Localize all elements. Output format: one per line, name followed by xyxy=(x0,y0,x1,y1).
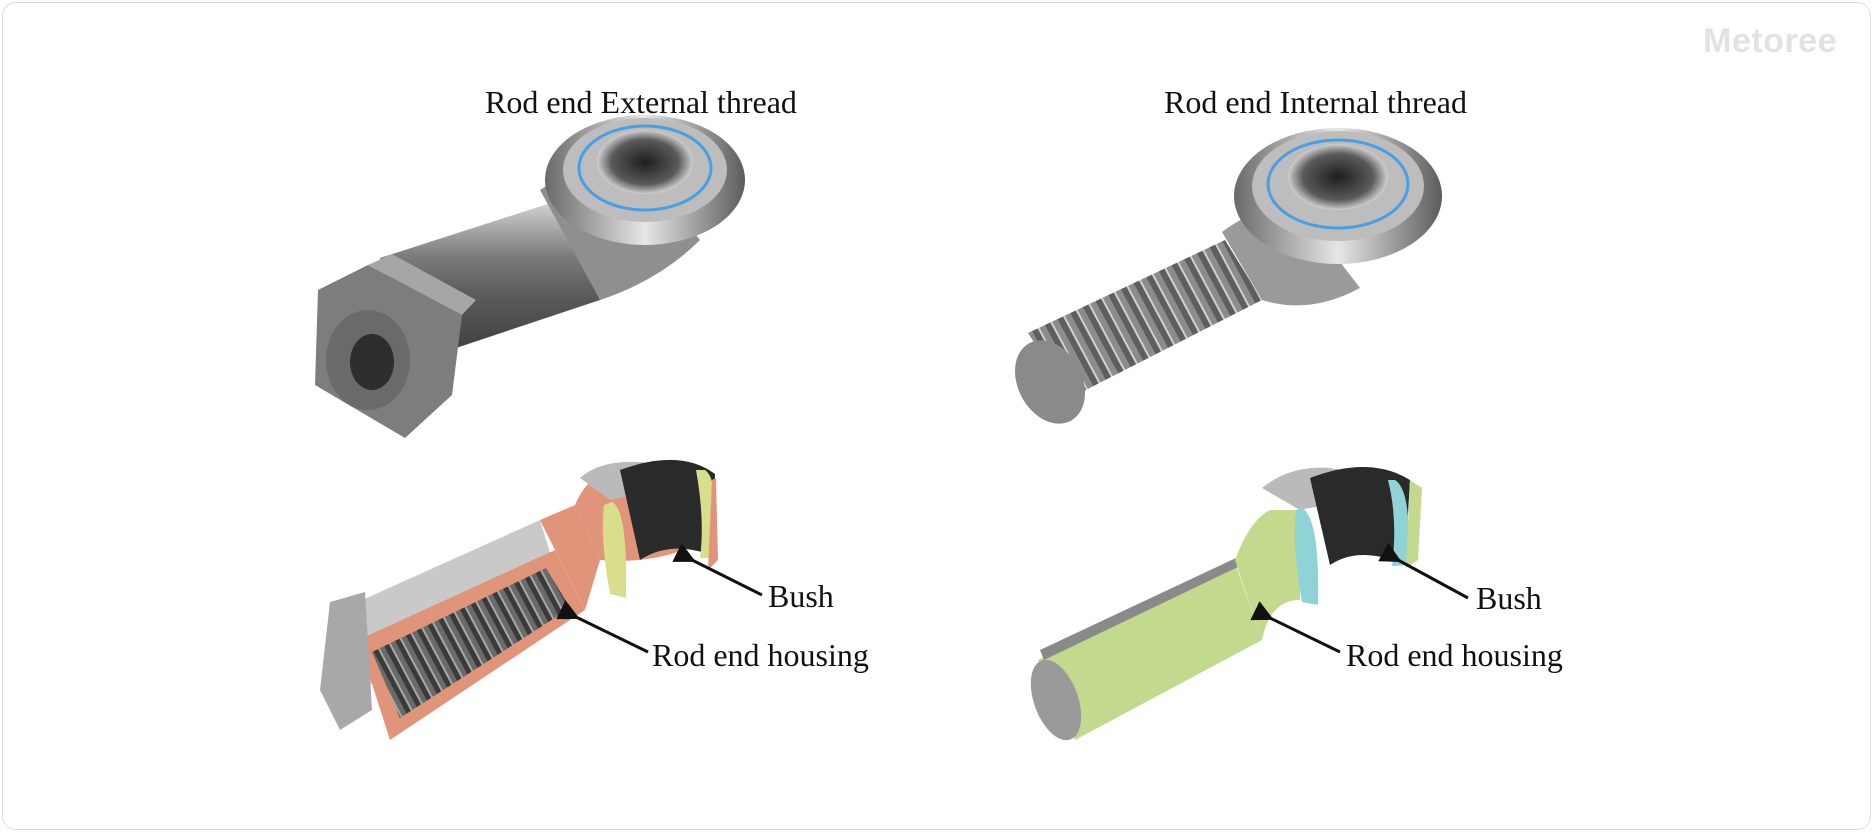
internal-thread-title: Rod end Internal thread xyxy=(1164,84,1467,120)
external-bush-label: Bush xyxy=(768,578,834,614)
external-housing-arrow xyxy=(556,600,649,654)
internal-bush-label: Bush xyxy=(1476,580,1542,616)
external-bush-arrow xyxy=(672,543,763,597)
internal-bush-arrow xyxy=(1378,542,1469,600)
internal-housing-label: Rod end housing xyxy=(1346,637,1563,673)
external-rod-end-cutaway xyxy=(320,459,718,740)
internal-housing-arrow xyxy=(1250,601,1341,654)
metoree-watermark: Metoree xyxy=(1703,22,1837,60)
external-thread-title: Rod end External thread xyxy=(485,84,797,120)
external-housing-label: Rod end housing xyxy=(652,637,869,673)
internal-rod-end-render xyxy=(1014,128,1442,424)
external-rod-end-render xyxy=(315,115,745,438)
internal-rod-end-cutaway xyxy=(1030,466,1422,741)
